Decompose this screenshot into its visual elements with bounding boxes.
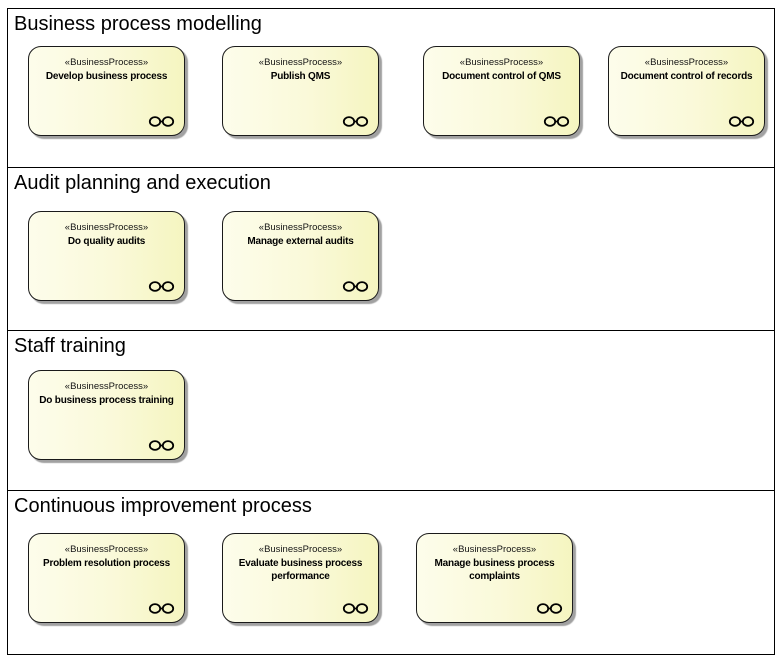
process-element-document-control-of-qms[interactable]: «BusinessProcess» Document control of QM… bbox=[423, 46, 580, 136]
business-process-icon bbox=[342, 281, 369, 292]
stereotype-label: «BusinessProcess» bbox=[64, 544, 149, 555]
section-title: Audit planning and execution bbox=[14, 172, 271, 194]
section-title: Business process modelling bbox=[14, 13, 262, 35]
section-audit-planning-and-execution[interactable]: Audit planning and execution «BusinessPr… bbox=[8, 168, 774, 331]
process-element-problem-resolution-process[interactable]: «BusinessProcess» Problem resolution pro… bbox=[28, 533, 185, 623]
process-element-develop-business-process[interactable]: «BusinessProcess» Develop business proce… bbox=[28, 46, 185, 136]
section-business-process-modelling[interactable]: Business process modelling «BusinessProc… bbox=[8, 9, 774, 168]
stereotype-label: «BusinessProcess» bbox=[64, 381, 149, 392]
business-process-icon bbox=[342, 116, 369, 127]
business-process-icon bbox=[148, 603, 175, 614]
business-process-icon bbox=[148, 116, 175, 127]
business-process-icon bbox=[543, 116, 570, 127]
stereotype-label: «BusinessProcess» bbox=[452, 544, 537, 555]
business-process-icon bbox=[148, 440, 175, 451]
process-name: Document control of records bbox=[620, 71, 753, 82]
process-element-publish-qms[interactable]: «BusinessProcess» Publish QMS bbox=[222, 46, 379, 136]
process-name: Manage business process complaints bbox=[434, 558, 555, 582]
process-name: Do quality audits bbox=[67, 236, 146, 247]
process-element-evaluate-business-process-performance[interactable]: «BusinessProcess» Evaluate business proc… bbox=[222, 533, 379, 623]
business-process-icon bbox=[728, 116, 755, 127]
section-continuous-improvement-process[interactable]: Continuous improvement process «Business… bbox=[8, 491, 774, 654]
process-element-manage-business-process-complaints[interactable]: «BusinessProcess» Manage business proces… bbox=[416, 533, 573, 623]
section-title: Continuous improvement process bbox=[14, 495, 312, 517]
stereotype-label: «BusinessProcess» bbox=[64, 57, 149, 68]
process-name: Develop business process bbox=[45, 71, 168, 82]
process-element-do-quality-audits[interactable]: «BusinessProcess» Do quality audits bbox=[28, 211, 185, 301]
stereotype-label: «BusinessProcess» bbox=[459, 57, 544, 68]
process-element-do-business-process-training[interactable]: «BusinessProcess» Do business process tr… bbox=[28, 370, 185, 460]
business-process-icon bbox=[536, 603, 563, 614]
diagram-frame: Business process modelling «BusinessProc… bbox=[7, 8, 775, 655]
stereotype-label: «BusinessProcess» bbox=[64, 222, 149, 233]
process-name: Problem resolution process bbox=[42, 558, 171, 569]
section-title: Staff training bbox=[14, 335, 126, 357]
process-name: Publish QMS bbox=[270, 71, 331, 82]
process-name: Manage external audits bbox=[247, 236, 354, 247]
stereotype-label: «BusinessProcess» bbox=[258, 57, 343, 68]
stereotype-label: «BusinessProcess» bbox=[258, 222, 343, 233]
business-process-icon bbox=[148, 281, 175, 292]
section-staff-training[interactable]: Staff training «BusinessProcess» Do busi… bbox=[8, 331, 774, 491]
stereotype-label: «BusinessProcess» bbox=[258, 544, 343, 555]
business-process-icon bbox=[342, 603, 369, 614]
process-name: Document control of QMS bbox=[442, 71, 561, 82]
process-name: Evaluate business process performance bbox=[238, 558, 363, 582]
process-element-document-control-of-records[interactable]: «BusinessProcess» Document control of re… bbox=[608, 46, 765, 136]
stereotype-label: «BusinessProcess» bbox=[644, 57, 729, 68]
process-name: Do business process training bbox=[39, 395, 174, 406]
process-element-manage-external-audits[interactable]: «BusinessProcess» Manage external audits bbox=[222, 211, 379, 301]
